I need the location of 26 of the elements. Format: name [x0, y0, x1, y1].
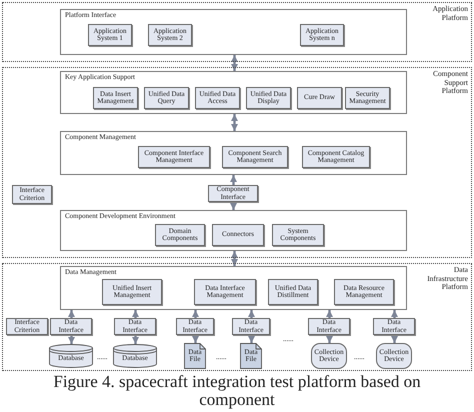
arrow	[230, 202, 237, 210]
arrow	[391, 310, 398, 318]
arrow	[391, 335, 398, 343]
double-arrow	[231, 114, 238, 131]
arrow	[192, 310, 199, 318]
figure-caption: Figure 4. spacecraft integration test platform based on component	[52, 373, 422, 410]
layer-panel	[60, 210, 407, 251]
arrow	[326, 335, 333, 343]
arrow	[192, 335, 199, 343]
double-arrow	[231, 251, 238, 266]
layer-panel	[60, 71, 407, 114]
arrow	[248, 335, 255, 343]
arrow	[68, 335, 75, 344]
layer-panel	[60, 9, 407, 55]
arrow	[248, 310, 255, 318]
arrow	[132, 335, 139, 344]
arrow	[68, 310, 75, 318]
layer-panel	[60, 131, 407, 175]
double-arrow	[231, 55, 238, 71]
arrow	[132, 310, 139, 318]
platform-band	[2, 2, 472, 62]
layer-panel	[60, 266, 407, 310]
platform-band	[2, 67, 472, 258]
arrow	[230, 175, 237, 185]
platform-band	[2, 263, 472, 371]
arrow	[326, 310, 333, 318]
